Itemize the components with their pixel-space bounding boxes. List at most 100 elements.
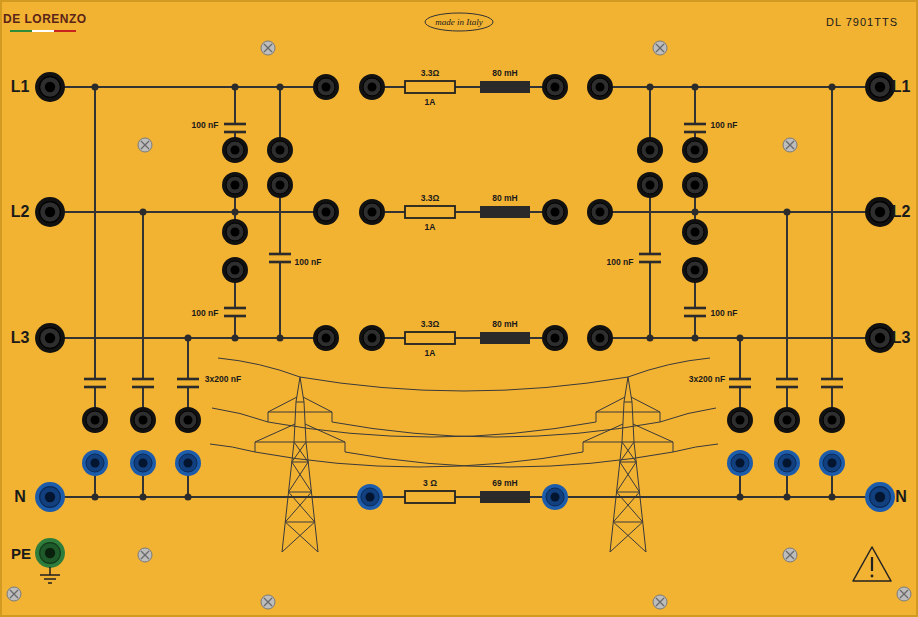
screw [653, 41, 667, 55]
capacitor-symbol [821, 379, 843, 387]
phase-wire [50, 86, 880, 88]
junction-dot [829, 494, 836, 501]
junction-dots [92, 84, 836, 501]
terminal-socket [865, 197, 895, 227]
link-socket [542, 199, 568, 225]
brand-logo: DE LORENZO [3, 13, 87, 25]
junction-dot [784, 494, 791, 501]
resistor-symbol [405, 206, 455, 218]
capacitor-symbol [684, 124, 706, 132]
neutral-socket [542, 484, 568, 510]
overhead-wire [660, 408, 716, 422]
neutral-socket [357, 484, 383, 510]
origin-mark: made in Italy [435, 18, 483, 27]
overhead-wire [300, 377, 628, 391]
link-socket [82, 407, 108, 433]
capacitor-symbol [177, 379, 199, 387]
overhead-wires [210, 358, 718, 467]
link-socket [682, 137, 708, 163]
link-socket [637, 172, 663, 198]
capacitor-symbol [132, 379, 154, 387]
junction-dot [647, 335, 654, 342]
link-socket [313, 74, 339, 100]
delta-wire [279, 87, 281, 338]
neutral-socket [130, 450, 156, 476]
junction-dot [829, 84, 836, 91]
flag-stripe [32, 30, 54, 32]
resistance-value: 3.3Ω [421, 320, 440, 329]
pylon-illustration [583, 377, 673, 552]
overhead-wire [345, 452, 673, 467]
overhead-wire [212, 408, 268, 422]
junction-dot [92, 494, 99, 501]
screw [138, 548, 152, 562]
capacitance-value: 100 nF [711, 309, 738, 318]
resistance-value: 3.3Ω [421, 194, 440, 203]
link-socket [682, 257, 708, 283]
link-socket [359, 199, 385, 225]
junction-dot [647, 84, 654, 91]
screw [783, 548, 797, 562]
capacitance-value: 3x200 nF [205, 375, 241, 384]
capacitance-value: 100 nF [192, 121, 219, 130]
link-socket [222, 137, 248, 163]
overhead-wire [332, 422, 660, 437]
warning-triangle [853, 547, 891, 581]
link-socket [682, 172, 708, 198]
link-socket [542, 325, 568, 351]
terminal-name: L2 [892, 204, 911, 220]
terminal-name: N [895, 489, 907, 505]
model-code: DL 7901TTS [826, 17, 898, 28]
inductor-symbol [480, 332, 530, 344]
link-socket [267, 137, 293, 163]
inductance-value: 80 mH [492, 320, 518, 329]
warning-sign [853, 547, 891, 581]
link-socket [774, 407, 800, 433]
ground-symbol [40, 567, 60, 583]
overhead-wire [210, 444, 255, 452]
capacitance-value: 100 nF [295, 258, 322, 267]
capacitor-symbol [269, 254, 291, 262]
inductors [480, 81, 530, 503]
junction-dot [140, 209, 147, 216]
link-socket [359, 325, 385, 351]
neutral-terminal [35, 482, 65, 512]
link-socket [313, 199, 339, 225]
junction-dot [185, 335, 192, 342]
inductor-symbol [480, 206, 530, 218]
ground-symbol [40, 567, 60, 583]
link-socket [587, 199, 613, 225]
capacitor-symbol [224, 124, 246, 132]
terminal-socket [865, 323, 895, 353]
shunt-wire [831, 87, 833, 497]
terminal-name: L1 [892, 79, 911, 95]
terminal-name: L3 [11, 330, 30, 346]
resistor-symbol [405, 332, 455, 344]
screw [653, 595, 667, 609]
junction-dot [692, 335, 699, 342]
junction-dot [232, 84, 239, 91]
terminal-socket [35, 72, 65, 102]
terminal-socket [865, 72, 895, 102]
current-rating: 1A [425, 223, 436, 232]
flag-stripe [54, 30, 76, 32]
junction-dot [737, 494, 744, 501]
delta-wire [649, 87, 651, 338]
junction-dot [692, 209, 699, 216]
neutral-socket [819, 450, 845, 476]
neutral-socket [175, 450, 201, 476]
terminal-name: PE [11, 546, 31, 561]
junction-dot [140, 494, 147, 501]
overhead-wire [255, 452, 583, 467]
screw [261, 41, 275, 55]
link-socket [542, 74, 568, 100]
capacitor-symbol [84, 379, 106, 387]
current-rating: 1A [425, 98, 436, 107]
neutral-socket [727, 450, 753, 476]
terminal-name: L3 [892, 330, 911, 346]
link-socket [682, 219, 708, 245]
